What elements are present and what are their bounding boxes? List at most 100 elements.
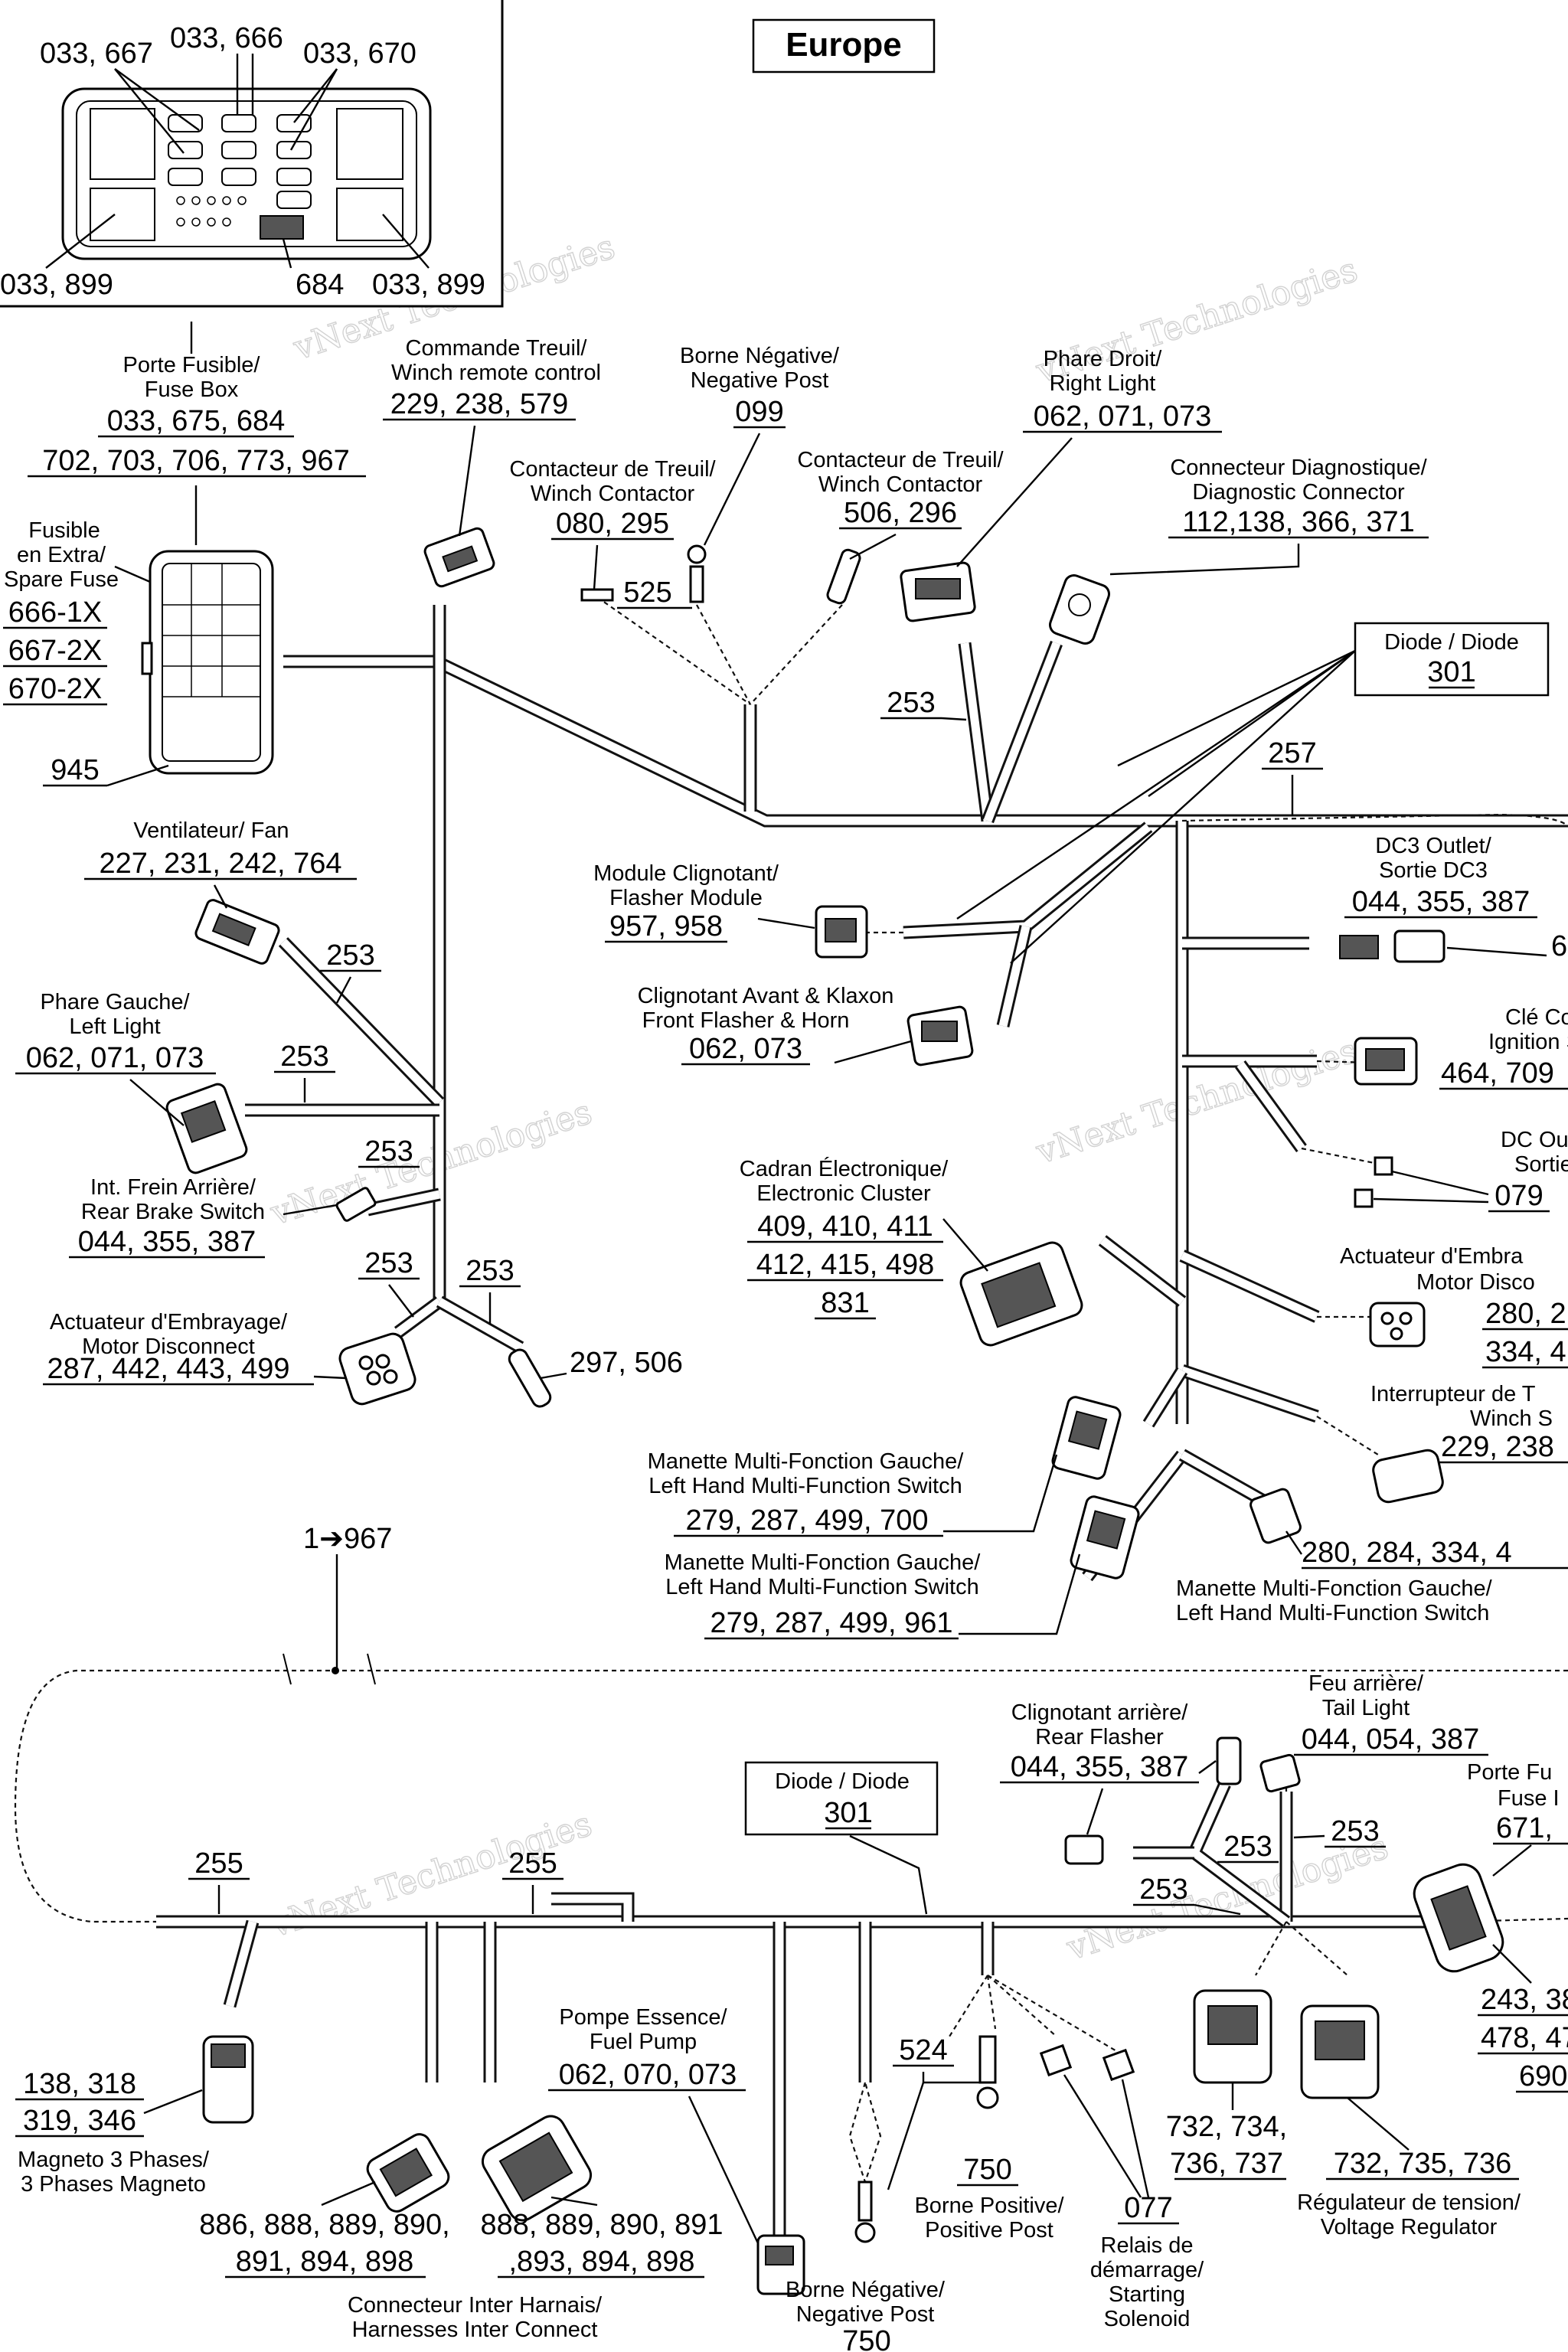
flasher-module-connector [815, 905, 868, 959]
diag-label-fr: Connecteur Diagnostique/ [1170, 456, 1427, 480]
front-flasher-label-en: Front Flasher & Horn [642, 1008, 850, 1033]
dc-outlet-label-en: DC Outlet [1501, 1128, 1568, 1152]
right-light-label-fr: Phare Droit/ [1044, 347, 1163, 371]
inter-connect-1 [366, 2133, 450, 2213]
relay-684 [260, 215, 304, 240]
magneto-label-en: Magneto 3 Phases/ [18, 2148, 210, 2172]
tail-light-connector [1259, 1753, 1301, 1793]
regulator-b-nums: 732, 735, 736 [1334, 2148, 1511, 2180]
left-light-connector [165, 1083, 248, 1174]
bottom-labels: Clignotant arrière/ Rear Flasher 044, 35… [15, 1671, 1568, 2352]
neg-post-top-label-en: Negative Post [691, 368, 829, 393]
winch-contactor-2-label-en: Winch Contactor [818, 472, 983, 497]
magneto-connector [202, 2035, 254, 2124]
num-253-b: 253 [326, 939, 374, 972]
neg-post-top-nums: 099 [735, 396, 783, 428]
winch-contactor-2 [826, 548, 861, 605]
winch-contactor-2-label-fr: Contacteur de Treuil/ [797, 448, 1004, 472]
diode-bottom-label: Diode / Diode [775, 1769, 910, 1794]
fan-label: Ventilateur/ Fan [133, 818, 289, 843]
callout-684: 684 [296, 269, 344, 301]
right-light-label-en: Right Light [1050, 371, 1156, 396]
tail-light-label-fr: Feu arrière/ [1308, 1671, 1424, 1696]
front-flasher-label-fr: Clignotant Avant & Klaxon [638, 984, 894, 1008]
spare-fuse-n2: 667-2X [8, 635, 103, 667]
lh-switch-connector-1 [1051, 1396, 1122, 1480]
top-dashed-leads [596, 596, 1379, 1532]
top-harness [245, 605, 1568, 1582]
fan-connector [194, 899, 280, 965]
num-524: 524 [899, 2034, 947, 2066]
solenoid-label-3: Starting [1109, 2282, 1185, 2307]
num-253-h: 253 [1331, 1815, 1379, 1847]
fuse-box-nums-2: 702, 703, 706, 773, 967 [42, 445, 349, 477]
fuse-box-label-fr: Porte Fusible/ [123, 353, 261, 377]
num-253-c: 253 [280, 1040, 328, 1073]
clutch-right-label-fr: Actuateur d'Embra [1340, 1244, 1524, 1269]
rear-brake-label-en: Rear Brake Switch [81, 1200, 265, 1224]
positive-post [976, 2035, 999, 2109]
left-light-label-en: Left Light [69, 1014, 160, 1039]
num-253-d: 253 [364, 1135, 413, 1168]
spare-fuse-n1: 666-1X [8, 596, 103, 629]
left-light-nums: 062, 071, 073 [26, 1042, 204, 1074]
winch-switch-label-fr: Interrupteur de T [1370, 1382, 1536, 1406]
region-title: Europe [786, 26, 902, 64]
clutch-actuator-right [1369, 1302, 1426, 1348]
inter-connect-2 [481, 2115, 593, 2222]
rear-flasher-connectors [1064, 1736, 1242, 1865]
inter-connect-label-en: Harnesses Inter Connect [352, 2318, 598, 2342]
regulator-a-n2: 736, 737 [1170, 2148, 1283, 2180]
magneto-n1: 138, 318 [23, 2068, 136, 2100]
dc3-outlet-connector [1339, 929, 1446, 963]
starting-solenoid [1039, 2043, 1135, 2082]
neg-post-bottom-label-en: Negative Post [796, 2302, 935, 2327]
right-edge-n1: 243, 387 [1481, 1984, 1568, 2016]
ignition-connector [1354, 1037, 1418, 1086]
solenoid-label-4: Solenoid [1104, 2307, 1191, 2331]
fuse-holder-label-fr: Porte Fu [1467, 1760, 1552, 1785]
rear-brake-switch [335, 1187, 377, 1222]
spare-fuse-box [141, 550, 274, 775]
neg-post-bottom-label-fr: Borne Négative/ [786, 2278, 946, 2302]
clutch-right-label-en: Motor Disco [1416, 1270, 1535, 1295]
winch-contactor-2-nums: 506, 296 [844, 497, 957, 529]
flasher-module-label-fr: Module Clignotant/ [593, 861, 779, 886]
spare-fuse-n3: 670-2X [8, 673, 103, 705]
front-flasher-nums: 062, 073 [689, 1033, 802, 1065]
clutch-left-label-fr: Actuateur d'Embrayage/ [50, 1310, 288, 1334]
lh3-label-fr: Manette Multi-Fonction Gauche/ [1176, 1576, 1493, 1601]
diode-top-box [1354, 622, 1550, 697]
clutch-right-n1: 280, 2 [1485, 1298, 1566, 1330]
left-light-label-fr: Phare Gauche/ [40, 990, 190, 1014]
winch-switch-label-en: Winch S [1470, 1406, 1553, 1431]
lh1-label-en: Left Hand Multi-Function Switch [648, 1474, 962, 1498]
electronic-cluster-connector [959, 1241, 1083, 1347]
regulator-a-n1: 732, 734, [1166, 2111, 1287, 2143]
cluster-label-en: Electronic Cluster [756, 1181, 931, 1206]
num-297-506: 297, 506 [570, 1347, 683, 1379]
voltage-regulator-connectors [1193, 1989, 1380, 2099]
winch-switch-connector [1372, 1449, 1444, 1504]
winch-contactor-1 [580, 588, 614, 602]
clutch-left-label-en: Motor Disconnect [82, 1334, 255, 1359]
magneto-label-fr: 3 Phases Magneto [21, 2172, 206, 2197]
lh1-label-fr: Manette Multi-Fonction Gauche/ [648, 1449, 965, 1474]
rear-brake-nums: 044, 355, 387 [78, 1226, 256, 1258]
num-525: 525 [623, 577, 671, 609]
lh-switch-connector-3 [1250, 1488, 1302, 1544]
inter-connect-n2: 891, 894, 898 [236, 2246, 413, 2278]
rear-flasher-label-fr: Clignotant arrière/ [1011, 1700, 1188, 1725]
fuse-holder-connector [1413, 1863, 1504, 1973]
diode-top-nums: 301 [1427, 656, 1475, 688]
cluster-label-fr: Cadran Électronique/ [740, 1156, 949, 1181]
callout-033-670: 033, 670 [303, 38, 416, 70]
lh3-label-en: Left Hand Multi-Function Switch [1176, 1601, 1489, 1625]
flasher-module-label-en: Flasher Module [609, 886, 763, 910]
num-257: 257 [1268, 737, 1316, 769]
dc-outlet-nums: 079 [1494, 1180, 1543, 1212]
dc3-nums-2: 6 [1551, 930, 1567, 962]
magneto-n2: 319, 346 [23, 2105, 136, 2137]
diode-top-label: Diode / Diode [1384, 630, 1519, 655]
